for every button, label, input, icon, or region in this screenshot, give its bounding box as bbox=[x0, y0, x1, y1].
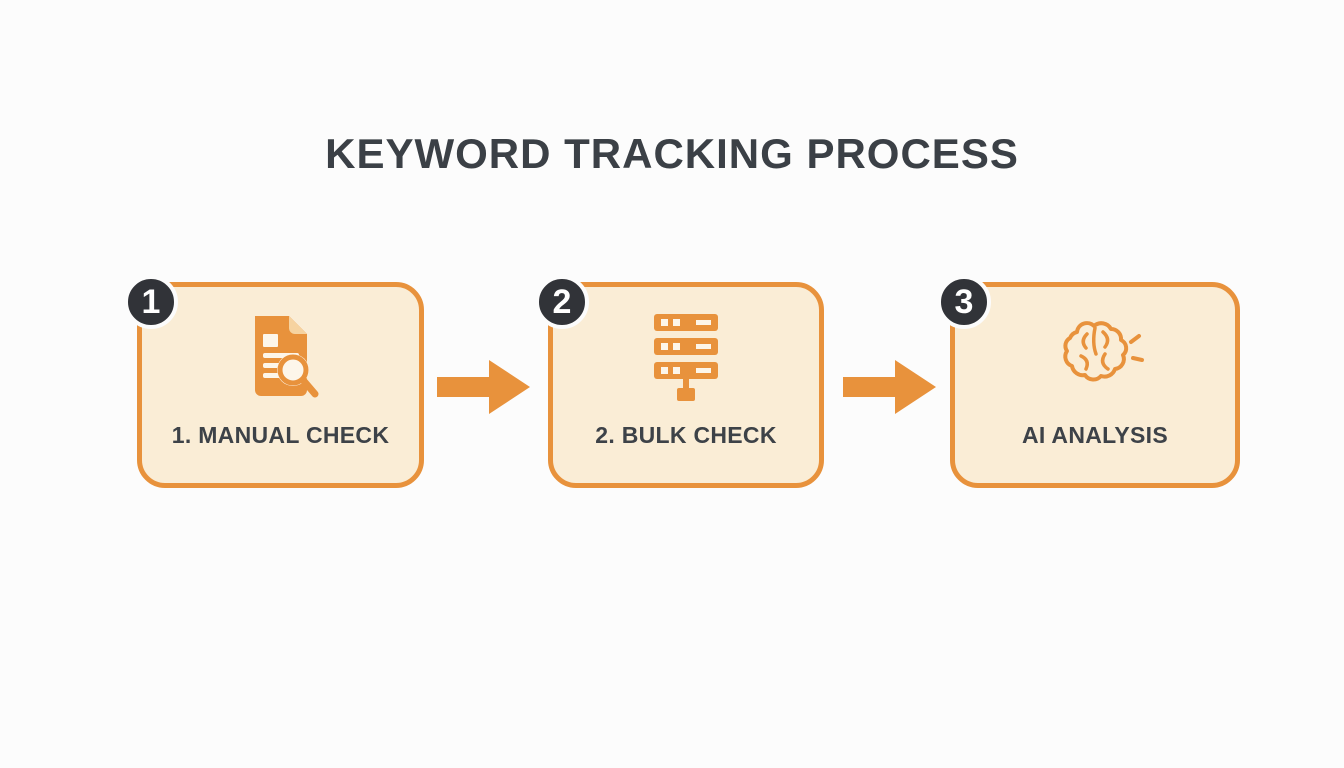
arrow-right-icon bbox=[843, 360, 936, 414]
document-search-svg bbox=[254, 316, 318, 398]
document-search-icon bbox=[142, 309, 419, 405]
server-stack-svg bbox=[654, 314, 718, 401]
brain-icon bbox=[955, 309, 1235, 405]
step-2-number: 2 bbox=[552, 282, 572, 321]
page-title: KEYWORD TRACKING PROCESS bbox=[325, 130, 1019, 177]
step-2-label: 2. BULK CHECK bbox=[595, 422, 777, 448]
step-3-number: 3 bbox=[954, 282, 974, 321]
step-box-manual-check: 1 1. MANUAL CHECK bbox=[124, 275, 424, 488]
server-stack-icon bbox=[553, 309, 819, 405]
step-2-badge: 2 bbox=[535, 275, 589, 329]
step-3-badge: 3 bbox=[937, 275, 991, 329]
step-1-number: 1 bbox=[141, 282, 161, 321]
step-1-label: 1. MANUAL CHECK bbox=[171, 422, 390, 448]
step-1-badge: 1 bbox=[124, 275, 178, 329]
step-box-bulk-check: 2 2. BULK CHECK bbox=[535, 275, 824, 488]
step-3-label: AI ANALYSIS bbox=[1021, 422, 1169, 448]
step-box-ai-analysis: 3 AI ANALYSIS bbox=[937, 275, 1240, 488]
arrow-right-icon bbox=[437, 360, 530, 414]
brain-svg bbox=[1063, 321, 1144, 382]
